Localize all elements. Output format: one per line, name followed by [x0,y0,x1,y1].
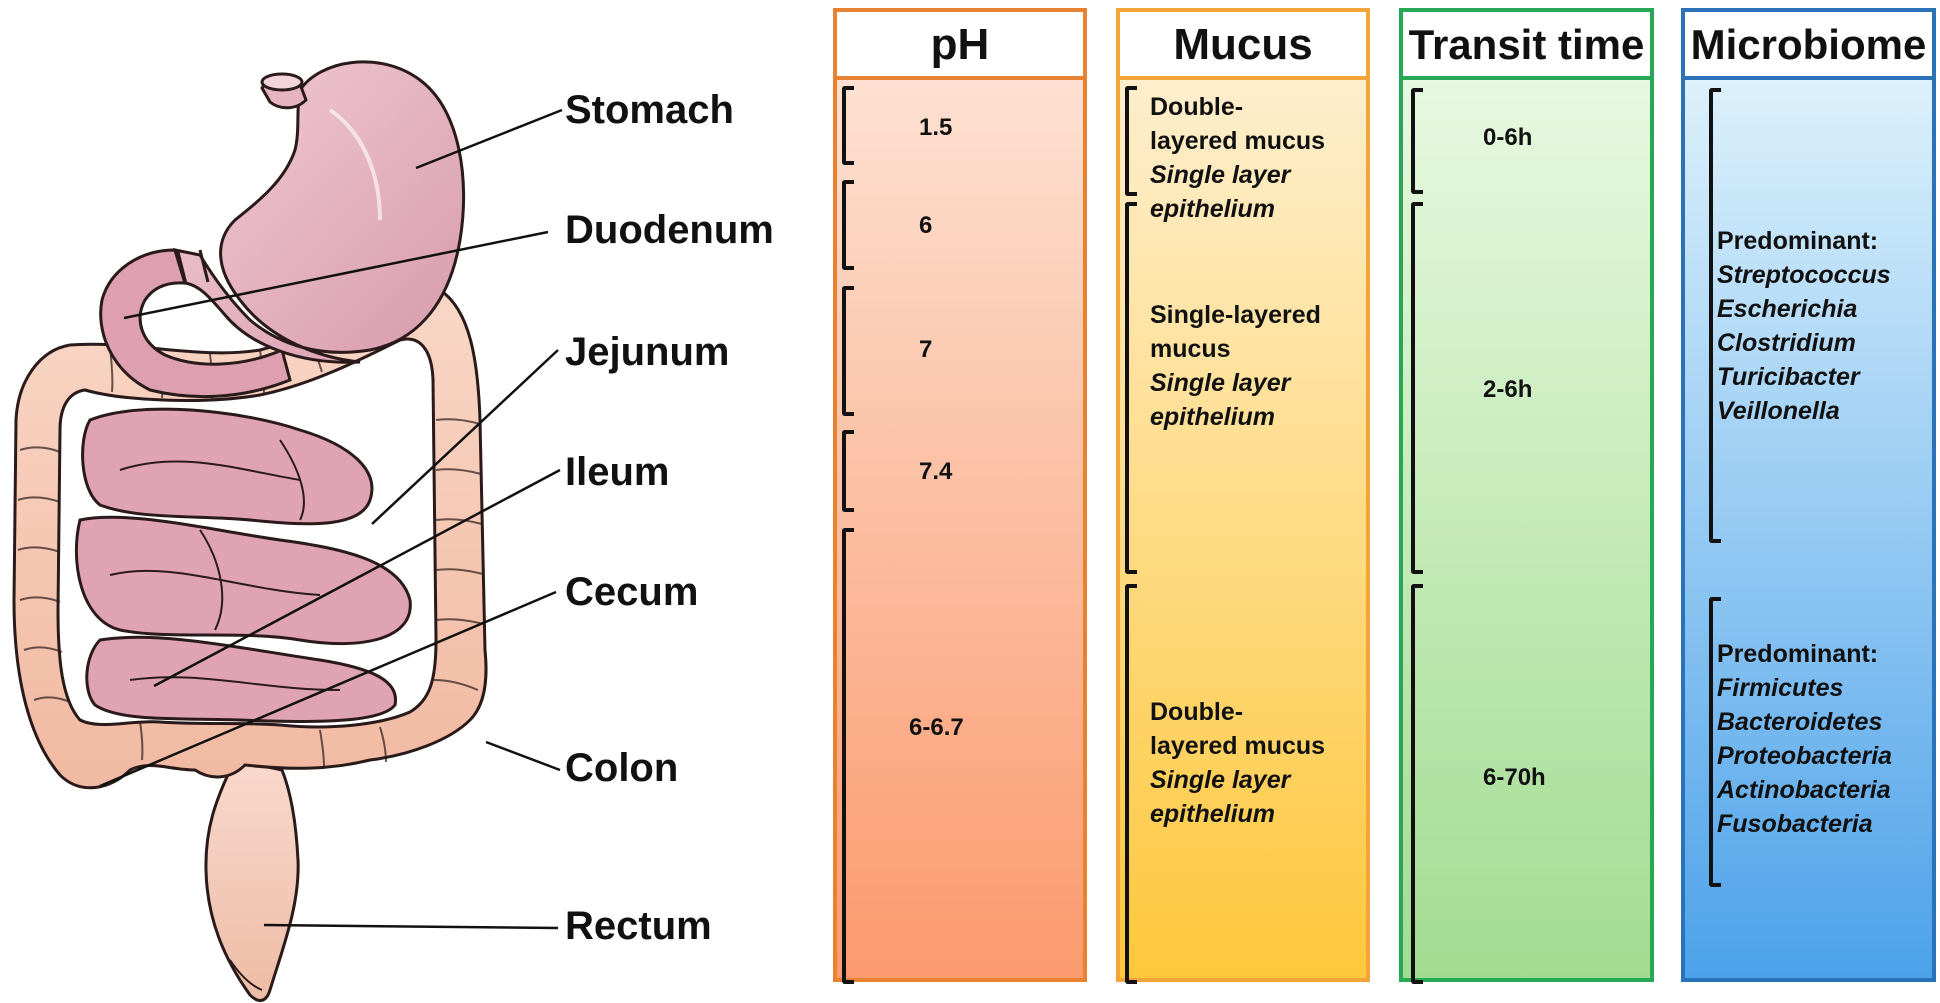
bracket-colon [842,528,854,984]
bracket-ileum [842,430,854,512]
mucus-bracket-stomach [1125,86,1137,196]
microbiome-group-upper: Predominant: Streptococcus Escherichia C… [1717,227,1891,425]
bracket-duodenum [842,180,854,270]
label-stomach: Stomach [565,88,734,132]
mucus-entry-colon: Double- layered mucus Single layer epith… [1150,698,1326,828]
small-intestine-folds [109,439,341,691]
microbiome-column-header: Microbiome [1685,12,1932,80]
transit-bracket-colon [1411,584,1423,984]
microbiome-group-lower: Predominant: Firmicutes Bacteroidetes Pr… [1717,640,1893,838]
label-ileum: Ileum [565,450,670,494]
mucus-entry-small-intestine: Single-layered mucus Single layer epithe… [1150,301,1321,431]
ph-value-jejunum: 7 [919,336,933,363]
label-duodenum: Duodenum [565,208,774,252]
bracket-jejunum [842,286,854,416]
label-jejunum: Jejunum [565,330,730,374]
label-rectum: Rectum [565,904,712,948]
transit-bracket-stomach [1411,88,1423,194]
transit-value-stomach: 0-6h [1483,124,1533,151]
leader-lines [99,108,563,930]
mucus-column: Mucus Double- layered mucus Single layer… [1116,8,1370,984]
ph-value-colon: 6-6.7 [909,714,964,741]
mucus-bracket-small-intestine [1125,202,1137,574]
microbiome-bracket-upper [1709,88,1721,543]
transit-time-column: Transit time 0-6h 2-6h 6-70h [1399,8,1654,984]
ph-value-stomach: 1.5 [919,114,953,141]
transit-time-column-header: Transit time [1403,12,1650,80]
mucus-bracket-colon [1125,584,1137,984]
transit-value-small-intestine: 2-6h [1483,376,1533,403]
ph-column: pH 1.5 6 7 7.4 6-6.7 [833,8,1087,984]
microbiome-bracket-lower [1709,597,1721,887]
transit-value-colon: 6-70h [1483,764,1546,791]
bracket-stomach [842,86,854,165]
mucus-entry-stomach: Double- layered mucus Single layer epith… [1150,93,1326,223]
label-colon: Colon [565,746,679,790]
stomach-shape [172,60,466,364]
digestive-system-illustration [12,60,563,1002]
rectum-shape [204,758,300,1002]
microbiome-column: Microbiome Predominant: Streptococcus Es… [1681,8,1936,982]
mucus-column-header: Mucus [1120,12,1366,80]
ph-value-duodenum: 6 [919,212,933,239]
duodenum-shape [99,248,292,399]
label-cecum: Cecum [565,570,699,614]
ph-column-header: pH [837,12,1083,80]
transit-bracket-small-intestine [1411,202,1423,574]
ph-value-ileum: 7.4 [919,458,953,485]
